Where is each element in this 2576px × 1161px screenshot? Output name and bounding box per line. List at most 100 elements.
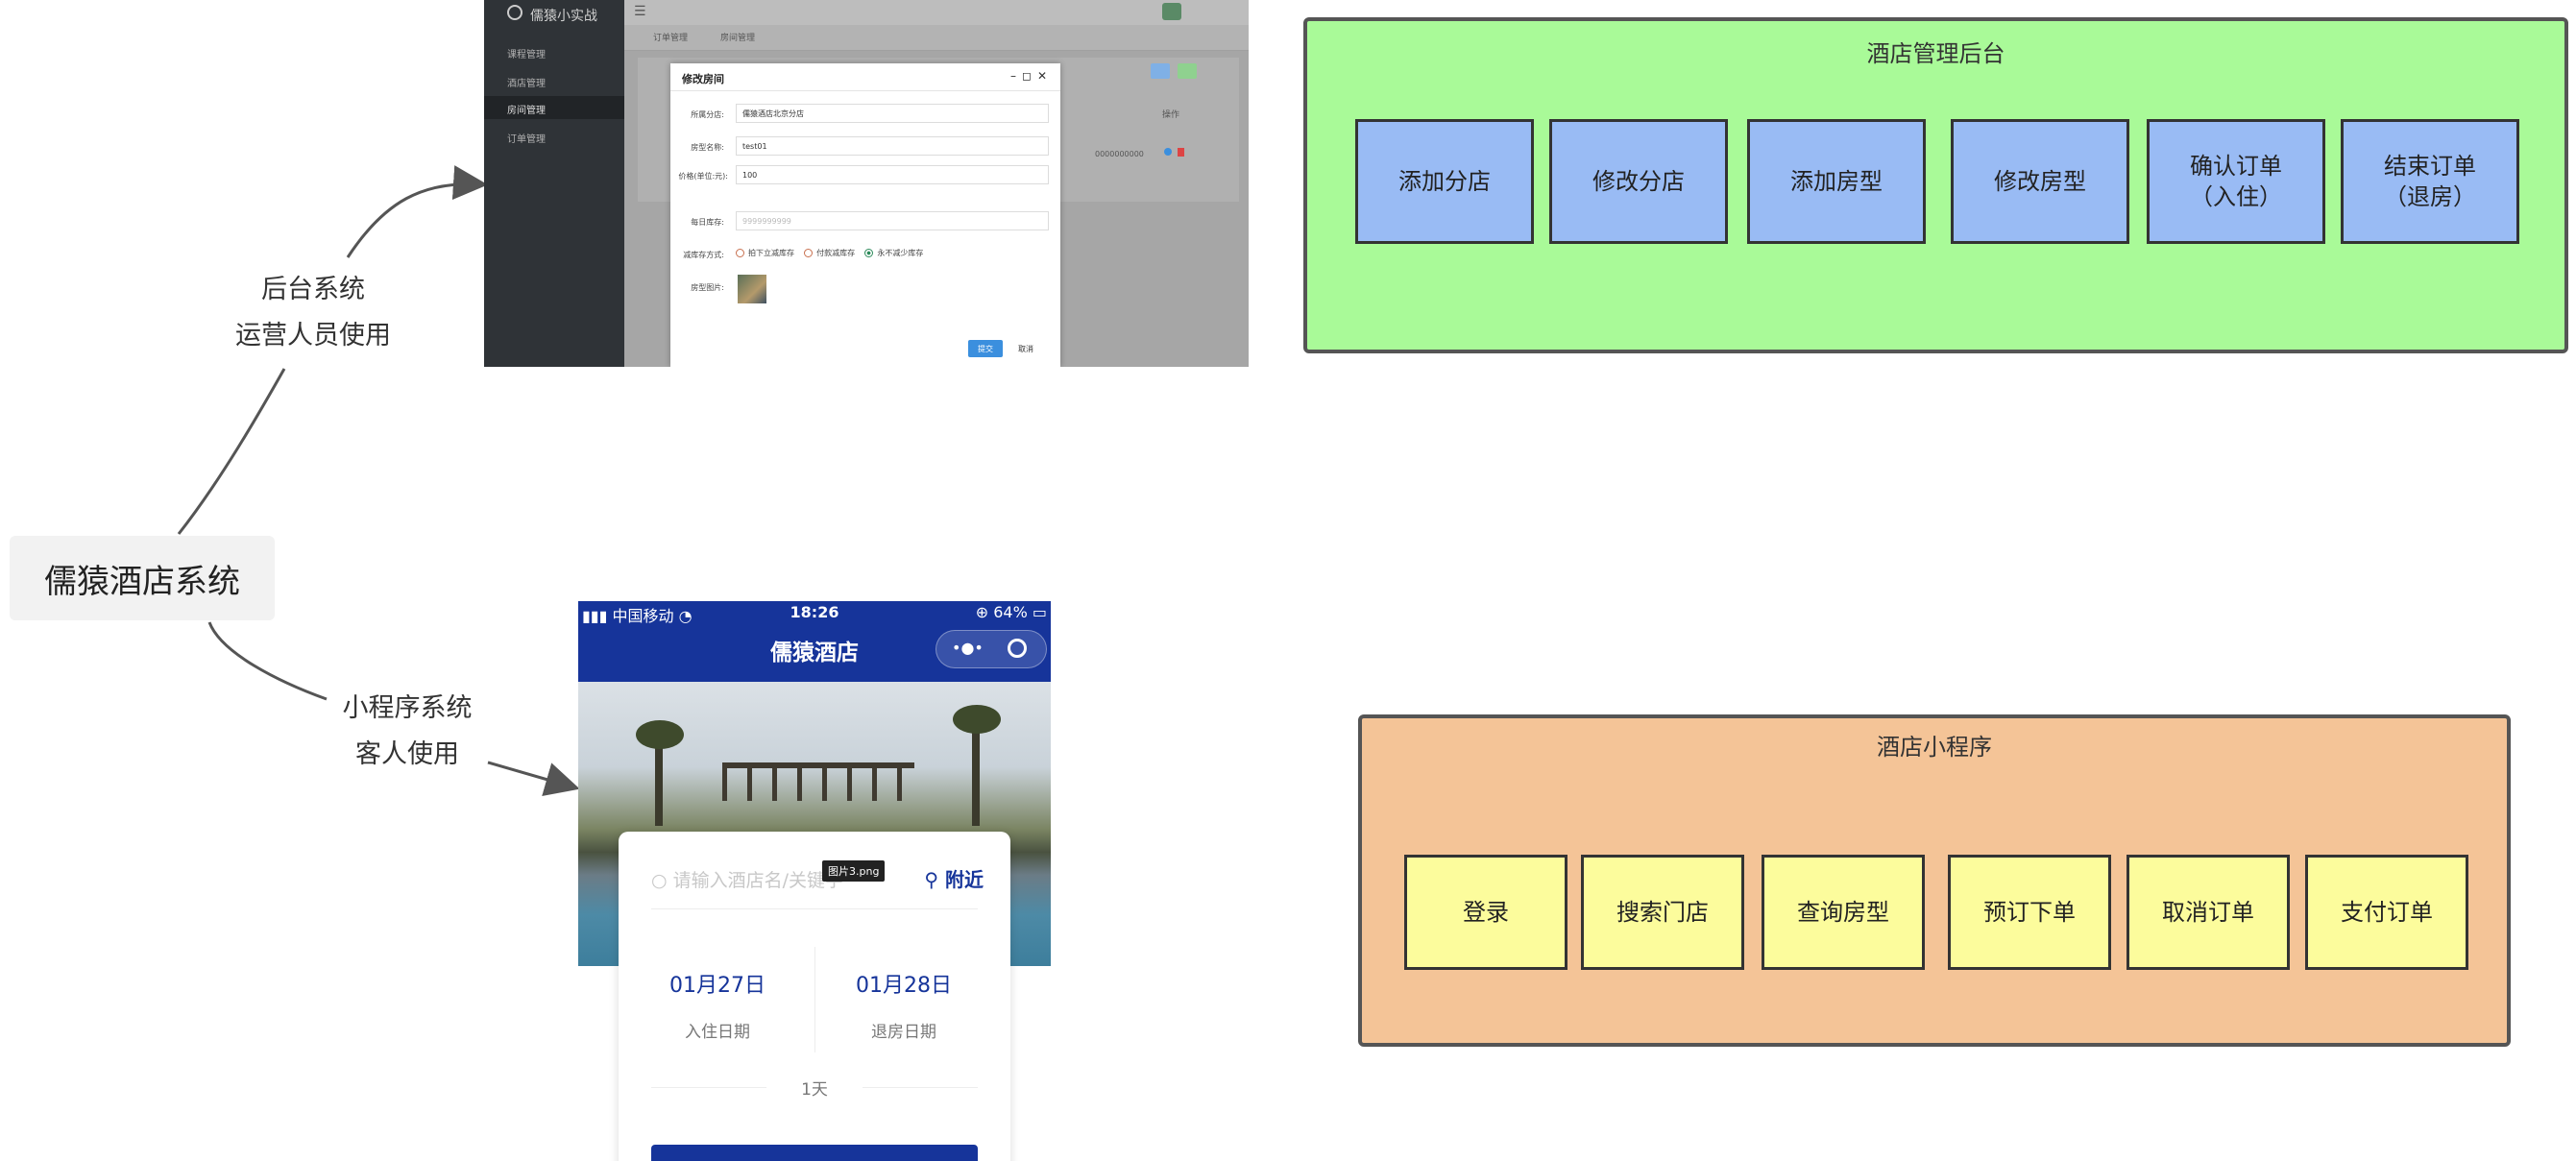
radio-opt1[interactable] [736, 249, 744, 257]
sidebar-item-order[interactable]: 订单管理 [507, 131, 546, 145]
search-icon: ○ [651, 870, 673, 891]
module-place-order: 预订下单 [1948, 855, 2111, 970]
cancel-button[interactable]: 取消 [1009, 340, 1043, 357]
status-battery: ⊕ 64% ▭ [976, 603, 1047, 621]
tab-rooms[interactable]: 房间管理 [720, 31, 755, 43]
refresh-icon[interactable] [1178, 63, 1197, 79]
search-icon[interactable] [1151, 63, 1170, 79]
stock-method-radios: 拍下立减库存 付款减库存 永不减少库存 [736, 248, 923, 258]
field-roomtype-label: 房型名称: [670, 142, 724, 153]
capsule-menu[interactable]: •●• [936, 630, 1047, 668]
room-image-thumbnail[interactable] [738, 275, 766, 303]
admin-avatar[interactable] [1162, 3, 1181, 20]
field-stock-input[interactable]: 9999999999 [736, 211, 1049, 230]
radio-opt2-label: 付款减库存 [816, 249, 855, 257]
table-header-ops: 操作 [1162, 108, 1179, 120]
pergola [722, 762, 914, 801]
branch-mp-line2: 客人使用 [332, 732, 482, 778]
date-divider [814, 947, 815, 1052]
battery-text: 64% [993, 603, 1028, 621]
image-label: 房型图片: [670, 282, 724, 293]
module-pay-order: 支付订单 [2305, 855, 2468, 970]
edit-room-dialog: 修改房间 –◻✕ 所属分店: 儒猿酒店北京分店 房型名称: test01 价格(… [670, 63, 1060, 367]
module-edit-branch: 修改分店 [1549, 119, 1728, 244]
sidebar-item-hotel[interactable]: 酒店管理 [507, 75, 546, 89]
checkin-label: 入住日期 [645, 1018, 790, 1042]
sidebar-item-room[interactable]: 房间管理 [507, 102, 546, 116]
radio-opt1-label: 拍下立减库存 [748, 249, 794, 257]
battery-icon: ▭ [1033, 603, 1047, 621]
module-confirm-order: 确认订单 （入住） [2147, 119, 2325, 244]
branch-admin-line1: 后台系统 [229, 267, 398, 313]
radio-opt3[interactable] [864, 249, 873, 257]
stock-method-label: 减库存方式: [670, 250, 724, 260]
module-cancel-order: 取消订单 [2126, 855, 2290, 970]
field-branch-select[interactable]: 儒猿酒店北京分店 [736, 104, 1049, 123]
admin-logo-text: 儒猿小实战 [530, 6, 597, 25]
edit-icon[interactable] [1164, 148, 1172, 156]
module-finish-order: 结束订单 （退房） [2341, 119, 2519, 244]
field-price-label: 价格(单位:元): [670, 171, 728, 181]
palm-crown [953, 705, 1001, 734]
checkout-date[interactable]: 01月28日 [832, 968, 976, 999]
module-search-store: 搜索门店 [1581, 855, 1744, 970]
sidebar-item-course[interactable]: 课程管理 [507, 46, 546, 60]
checkin-date[interactable]: 01月27日 [645, 968, 790, 999]
lock-rotation-icon: ⊕ [976, 603, 994, 621]
module-add-branch: 添加分店 [1355, 119, 1534, 244]
module-login: 登录 [1404, 855, 1567, 970]
miniprogram-screenshot: ▮▮▮ 中国移动 ◔ 18:26 ⊕ 64% ▭ 儒猿酒店 •●• ○ 请输入酒… [578, 601, 1051, 1161]
admin-sidebar: 儒猿小实战 课程管理 酒店管理 房间管理 订单管理 [484, 0, 624, 367]
branch-admin-label: 后台系统 运营人员使用 [229, 267, 398, 359]
admin-module-panel: 酒店管理后台 添加分店 修改分店 添加房型 修改房型 确认订单 （入住） 结束订… [1303, 17, 2568, 353]
module-query-roomtype: 查询房型 [1762, 855, 1925, 970]
branch-mp-label: 小程序系统 客人使用 [332, 686, 482, 778]
delete-icon[interactable] [1178, 148, 1184, 157]
admin-tabs: 订单管理 房间管理 [624, 25, 1249, 51]
radio-opt2[interactable] [804, 249, 813, 257]
palm-crown [636, 720, 684, 749]
mp-panel-title: 酒店小程序 [1362, 728, 2507, 762]
admin-screenshot: 儒猿小实战 课程管理 酒店管理 房间管理 订单管理 ☰ 订单管理 房间管理 操作… [484, 0, 1249, 367]
module-edit-roomtype: 修改房型 [1951, 119, 2129, 244]
branch-mp-line1: 小程序系统 [332, 686, 482, 732]
connector-root-to-mp-label [209, 622, 327, 699]
nearby-button[interactable]: ⚲ 附近 [924, 864, 984, 892]
search-card: ○ 请输入酒店名/关键字 图片3.png ⚲ 附近 01月27日 入住日期 01… [619, 832, 1010, 1161]
field-price-input[interactable]: 100 [736, 165, 1049, 184]
field-branch-label: 所属分店: [670, 109, 724, 120]
field-stock-label: 每日库存: [670, 217, 724, 228]
nearby-label: 附近 [945, 868, 984, 891]
image-tooltip: 图片3.png [822, 860, 885, 882]
admin-panel-title: 酒店管理后台 [1307, 35, 2564, 68]
module-add-roomtype: 添加房型 [1747, 119, 1926, 244]
dialog-divider [670, 90, 1060, 91]
miniprogram-module-panel: 酒店小程序 登录 搜索门店 查询房型 预订下单 取消订单 支付订单 [1358, 714, 2511, 1047]
menu-icon[interactable]: ☰ [634, 4, 646, 19]
dialog-window-icons[interactable]: –◻✕ [1010, 69, 1053, 83]
connector-admin-label-to-shot [348, 184, 482, 257]
admin-topbar: ☰ [624, 0, 1249, 25]
submit-button[interactable]: 提交 [968, 340, 1003, 357]
dialog-title: 修改房间 [682, 71, 724, 86]
card-divider [651, 908, 978, 909]
search-placeholder: 请输入酒店名/关键字 [673, 870, 843, 891]
more-icon[interactable]: •●• [952, 639, 984, 657]
logo-icon [507, 5, 522, 20]
palm-tree [972, 720, 980, 826]
location-pin-icon: ⚲ [924, 868, 945, 891]
sidebar-item-room-row[interactable] [484, 96, 624, 119]
radio-opt3-label: 永不减少库存 [877, 249, 923, 257]
root-node: 儒猿酒店系统 [10, 536, 275, 620]
close-target-icon[interactable] [1008, 639, 1027, 658]
connector-mp-label-to-shot [488, 762, 574, 787]
field-roomtype-input[interactable]: test01 [736, 136, 1049, 156]
checkout-label: 退房日期 [832, 1018, 976, 1042]
tab-orders[interactable]: 订单管理 [653, 31, 688, 43]
search-hotel-button[interactable] [651, 1145, 978, 1161]
palm-tree [655, 739, 663, 826]
nights-count: 1天 [619, 1076, 1010, 1100]
search-input[interactable]: ○ 请输入酒店名/关键字 [651, 866, 843, 892]
miniprogram-header: ▮▮▮ 中国移动 ◔ 18:26 ⊕ 64% ▭ 儒猿酒店 •●• [578, 601, 1051, 682]
table-cell-value: 0000000000 [1095, 150, 1144, 158]
